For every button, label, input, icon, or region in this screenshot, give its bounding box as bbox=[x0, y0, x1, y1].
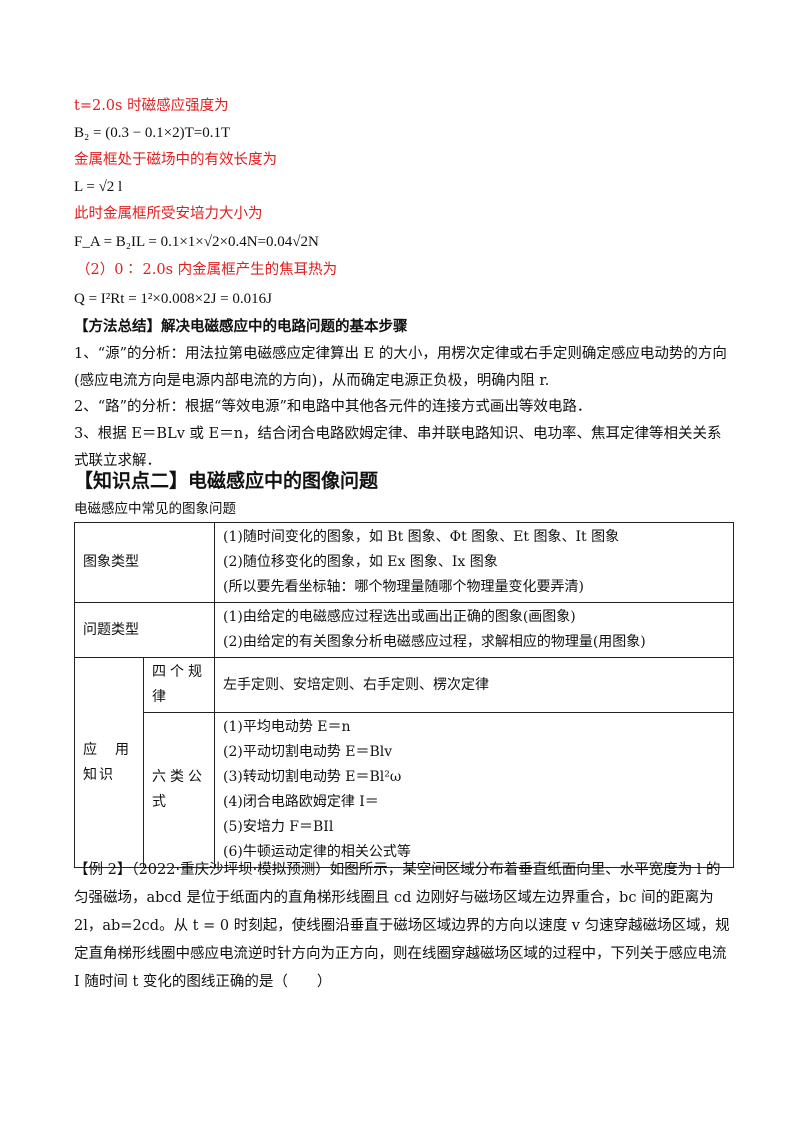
solution-line-3: 金属框处于磁场中的有效长度为 bbox=[74, 152, 277, 168]
formula-line: (2)平动切割电动势 E＝Blv bbox=[223, 744, 393, 760]
table-row-head-applied-knowledge: 应 用知识 bbox=[74, 657, 144, 868]
table-row: 图象类型 (1)随时间变化的图象，如 Bt 图象、Φt 图象、Et 图象、It … bbox=[74, 522, 734, 603]
knowledge-table: 图象类型 (1)随时间变化的图象，如 Bt 图象、Φt 图象、Et 图象、It … bbox=[74, 522, 734, 868]
formula-line: (4)闭合电路欧姆定律 I＝ bbox=[223, 794, 379, 810]
table-cell-line: (2)由给定的有关图象分析电磁感应过程，求解相应的物理量(用图象) bbox=[223, 634, 646, 650]
solution-equation-heat: Q = I²Rt = 1²×0.008×2J = 0.016J bbox=[74, 291, 272, 307]
formula-line: (5)安培力 F＝BIl bbox=[223, 819, 334, 835]
table-row-head-problem-types: 问题类型 bbox=[74, 602, 215, 658]
table-cell-line: (所以要先看坐标轴：哪个物理量随哪个物理量变化要弄清) bbox=[223, 579, 584, 595]
method-step-1: 1、“源”的分析：用法拉第电磁感应定律算出 E 的大小，用楞次定律或右手定则确定… bbox=[74, 346, 727, 389]
table-cell-four-laws: 左手定则、安培定则、右手定则、楞次定律 bbox=[214, 657, 734, 713]
table-row: 应 用知识 四个规律 左手定则、安培定则、右手定则、楞次定律 bbox=[74, 657, 734, 868]
method-step-2: 2、“路”的分析：根据“等效电源”和电路中其他各元件的连接方式画出等效电路． bbox=[74, 399, 592, 415]
solution-line-5: 此时金属框所受安培力大小为 bbox=[74, 206, 263, 222]
table-cell: (1)随时间变化的图象，如 Bt 图象、Φt 图象、Et 图象、It 图象 (2… bbox=[214, 522, 734, 603]
method-summary-title: 【方法总结】解决电磁感应中的电路问题的基本步骤 bbox=[74, 318, 408, 335]
solution-equation-l: L = √2 l bbox=[74, 179, 123, 195]
example-2-question: 【例 2】（2022·重庆沙坪坝·模拟预测）如图所示，某空间区域分布着垂直纸面向… bbox=[74, 862, 730, 990]
formula-line: (1)平均电动势 E＝n bbox=[223, 719, 351, 735]
solution-equation-force: F_A = B₂IL = 0.1×1×√2×0.4N=0.04√2N bbox=[74, 234, 319, 250]
solution-line-7: （2）0∶ 2.0s 内金属框产生的焦耳热为 bbox=[76, 262, 338, 278]
section-intro: 电磁感应中常见的图象问题 bbox=[74, 501, 236, 517]
formula-line: (6)牛顿运动定律的相关公式等 bbox=[223, 844, 411, 860]
section-heading: 【知识点二】电磁感应中的图像问题 bbox=[74, 470, 379, 492]
table-row: 六类公式 (1)平均电动势 E＝n (2)平动切割电动势 E＝Blv (3)转动… bbox=[75, 712, 734, 868]
table-subhead-six-formulas: 六类公式 bbox=[143, 712, 215, 868]
table-row-head-image-types: 图象类型 bbox=[74, 522, 215, 603]
table-row: 问题类型 (1)由给定的电磁感应过程选出或画出正确的图象(画图象) (2)由给定… bbox=[74, 602, 734, 658]
table-cell-line: (1)随时间变化的图象，如 Bt 图象、Φt 图象、Et 图象、It 图象 bbox=[223, 529, 620, 545]
solution-equation-b2: B₂ = (0.3 − 0.1×2)T=0.1T bbox=[74, 125, 231, 141]
table-cell-formulas: (1)平均电动势 E＝n (2)平动切割电动势 E＝Blv (3)转动切割电动势… bbox=[214, 712, 734, 868]
table-cell-line: (1)由给定的电磁感应过程选出或画出正确的图象(画图象) bbox=[223, 609, 576, 625]
table-cell: (1)由给定的电磁感应过程选出或画出正确的图象(画图象) (2)由给定的有关图象… bbox=[214, 602, 734, 658]
table-subhead-four-laws: 四个规律 bbox=[143, 657, 215, 713]
method-step-3: 3、根据 E＝BLv 或 E＝n，结合闭合电路欧姆定律、串并联电路知识、电功率、… bbox=[74, 426, 722, 469]
formula-line: (3)转动切割电动势 E＝Bl²ω bbox=[223, 769, 402, 785]
solution-line-1: t=2.0s 时磁感应强度为 bbox=[74, 98, 229, 114]
table-cell-line: (2)随位移变化的图象，如 Ex 图象、Ix 图象 bbox=[223, 554, 498, 570]
